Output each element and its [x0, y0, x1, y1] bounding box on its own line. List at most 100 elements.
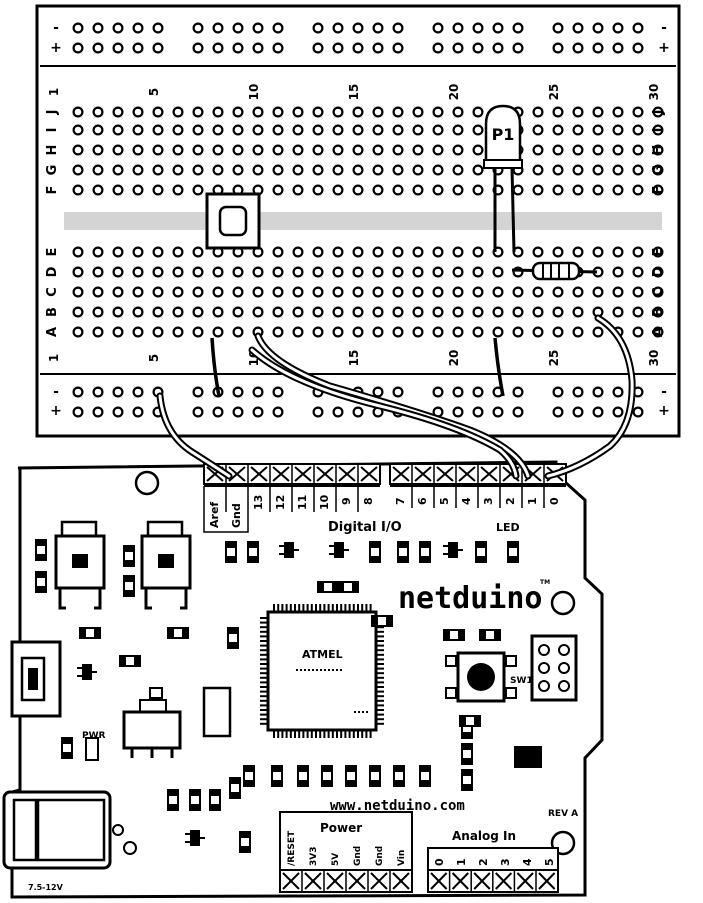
breadboard-hole	[632, 286, 644, 298]
header-socket	[326, 872, 344, 890]
smd-pad	[298, 766, 308, 772]
smd-pad	[508, 542, 518, 548]
breadboard-hole	[592, 326, 604, 338]
pin-label-a4: 4	[521, 858, 534, 866]
breadboard-hole	[392, 106, 404, 118]
row-letter-f-right: F	[651, 186, 666, 195]
breadboard-hole	[272, 164, 284, 176]
smd-pad	[370, 542, 380, 548]
breadboard-hole	[472, 286, 484, 298]
breadboard-hole	[132, 184, 144, 196]
breadboard-hole	[372, 266, 384, 278]
breadboard-hole	[112, 164, 124, 176]
rail-hole	[392, 386, 404, 398]
breadboard-hole	[572, 306, 584, 318]
breadboard-hole	[272, 246, 284, 258]
rail-hole	[612, 22, 624, 34]
row-letter-a-right: A	[651, 327, 666, 337]
trademark: TM	[540, 579, 550, 586]
mounting-hole-bottom-left	[123, 841, 137, 855]
rail-hole	[452, 386, 464, 398]
center-channel	[64, 212, 662, 230]
breadboard-hole	[472, 164, 484, 176]
icsp-header	[530, 634, 578, 702]
breadboard-hole	[392, 144, 404, 156]
smd-pad	[168, 628, 174, 638]
breadboard-hole	[392, 246, 404, 258]
smd-pad	[36, 586, 46, 592]
row-letters-left: J I H G F E D C B A	[45, 110, 60, 337]
breadboard-hole	[152, 306, 164, 318]
rail-hole	[572, 386, 584, 398]
col-num-15-top: 15	[347, 84, 361, 101]
breadboard-hole	[592, 286, 604, 298]
row-letter-b-right: B	[651, 307, 666, 317]
rail-plus-bottom-right: +	[658, 403, 670, 419]
rail-hole	[512, 406, 524, 418]
breadboard-hole	[392, 326, 404, 338]
smd-pad	[386, 616, 392, 626]
breadboard-hole	[612, 106, 624, 118]
row-letter-g-right: G	[651, 165, 666, 176]
pin-label-a5: 5	[543, 858, 556, 866]
rail-hole	[512, 22, 524, 34]
smd-pad	[322, 780, 332, 786]
smd-pad	[298, 780, 308, 786]
row-letter-j-right: J	[651, 110, 666, 116]
rail-hole	[492, 22, 504, 34]
col-num-5-top: 5	[147, 88, 161, 96]
breadboard-hole	[312, 124, 324, 136]
analog-label-box	[427, 847, 559, 871]
breadboard-hole	[432, 306, 444, 318]
breadboard-hole	[352, 326, 364, 338]
wire-button-to-pin1	[256, 334, 530, 478]
breadboard-hole	[112, 326, 124, 338]
header-socket	[516, 872, 534, 890]
breadboard-hole	[312, 286, 324, 298]
rail-hole	[592, 406, 604, 418]
breadboard-hole	[252, 266, 264, 278]
breadboard-hole	[232, 164, 244, 176]
breadboard-hole	[452, 144, 464, 156]
header-socket	[392, 466, 410, 482]
breadboard-hole	[272, 184, 284, 196]
breadboard-hole	[452, 266, 464, 278]
breadboard-hole	[132, 246, 144, 258]
breadboard-hole	[432, 184, 444, 196]
breadboard-hole	[72, 246, 84, 258]
breadboard-hole	[432, 164, 444, 176]
icsp-pin-3	[538, 662, 550, 674]
breadboard-hole	[412, 124, 424, 136]
smd-pad	[124, 590, 134, 596]
breadboard-hole	[432, 144, 444, 156]
breadboard-hole	[332, 184, 344, 196]
rail-hole	[472, 406, 484, 418]
breadboard-hole	[292, 184, 304, 196]
rail-hole	[332, 42, 344, 54]
breadboard-hole	[192, 326, 204, 338]
breadboard-hole	[392, 124, 404, 136]
breadboard-hole	[432, 124, 444, 136]
breadboard-hole	[632, 106, 644, 118]
rail-hole	[592, 42, 604, 54]
onboard-switch	[445, 651, 517, 703]
header-socket	[282, 872, 300, 890]
pin-label-3: 3	[482, 497, 495, 505]
netduino-logo: netduino	[398, 581, 543, 616]
rail-hole	[572, 406, 584, 418]
breadboard-hole	[612, 144, 624, 156]
breadboard-hole	[112, 106, 124, 118]
pwr-label: PWR	[82, 731, 106, 741]
rail-hole	[632, 22, 644, 34]
header-socket	[338, 466, 356, 482]
rail-hole	[132, 406, 144, 418]
breadboard-hole	[532, 144, 544, 156]
breadboard-hole	[272, 124, 284, 136]
breadboard-hole	[272, 286, 284, 298]
smd-pad	[240, 832, 250, 838]
smd-pad	[420, 766, 430, 772]
sot23-part	[284, 542, 294, 558]
smd-pad	[210, 790, 220, 796]
breadboard-hole	[352, 266, 364, 278]
switch-button	[467, 663, 495, 691]
